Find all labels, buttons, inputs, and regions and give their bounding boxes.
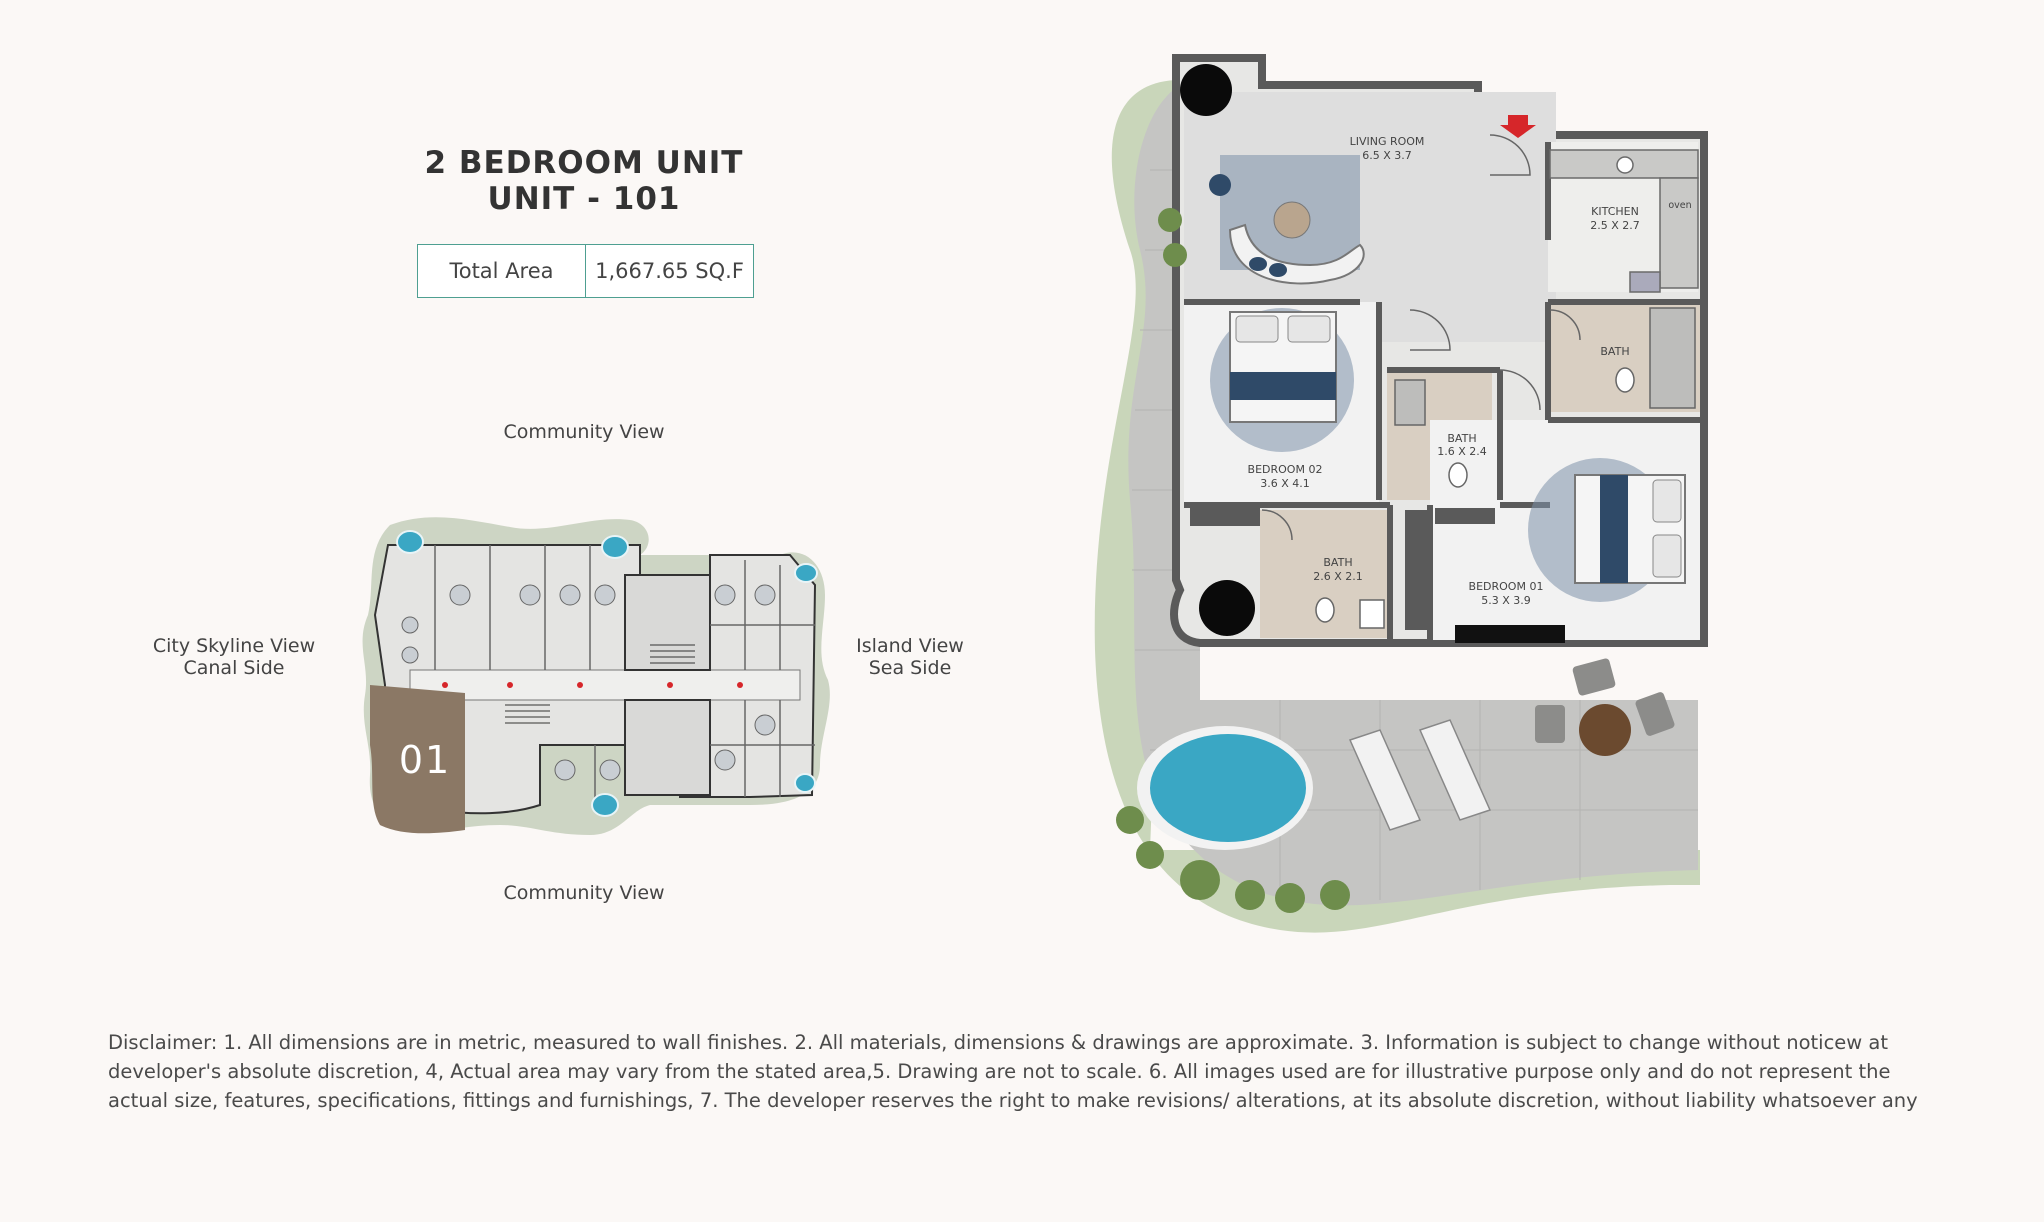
column-bottom	[1199, 580, 1255, 636]
total-area-table: Total Area 1,667.65 SQ.F	[417, 244, 754, 298]
floor-plan: LIVING ROOM 6.5 X 3.7 KITCHEN 2.5 X 2.7 …	[1094, 54, 1708, 933]
room-bath-middle-dims: 1.6 X 2.4	[1437, 445, 1487, 458]
room-bedroom02-name: BEDROOM 02	[1248, 463, 1323, 476]
key-plan-unit-number: 01	[399, 738, 451, 782]
key-plan-door-markers	[442, 682, 743, 688]
key-plan-top-view: Community View	[503, 421, 665, 443]
total-area-label: Total Area	[418, 245, 586, 297]
bath-fixtures	[1315, 307, 1696, 629]
unit-title-line2: UNIT - 101	[487, 181, 681, 217]
bedroom01-tv-unit	[1455, 625, 1565, 643]
room-kitchen-dims: 2.5 X 2.7	[1590, 219, 1640, 232]
sun-loungers	[1348, 719, 1492, 831]
door-swings	[1261, 134, 1581, 541]
room-oven-label: oven	[1668, 200, 1691, 211]
disclaimer-text: Disclaimer: 1. All dimensions are in met…	[108, 1031, 1918, 1112]
interior-walls	[1184, 142, 1700, 640]
terrace-dining	[1535, 658, 1675, 756]
key-plan-right-view: Island View Sea Side	[810, 635, 1010, 679]
key-plan-core-lower	[624, 699, 711, 796]
key-plan-left-view-line1: City Skyline View	[152, 635, 316, 657]
pool	[1137, 726, 1313, 850]
room-bath-top-right-name: BATH	[1600, 345, 1629, 358]
bedroom01-bed	[1528, 458, 1686, 602]
kitchen-counter	[1549, 149, 1699, 293]
room-bath-bottom-dims: 2.6 X 2.1	[1313, 570, 1363, 583]
key-plan-core	[624, 574, 711, 671]
room-kitchen-name: KITCHEN	[1591, 205, 1639, 218]
room-living-name: LIVING ROOM	[1350, 135, 1425, 148]
key-plan-stairs	[505, 644, 695, 724]
terrace-paving	[1128, 85, 1698, 906]
room-living-dims: 6.5 X 3.7	[1362, 149, 1412, 162]
bedroom02-bed	[1210, 308, 1354, 452]
room-bedroom01-name: BEDROOM 01	[1469, 580, 1544, 593]
room-bath-bottom-name: BATH	[1323, 556, 1352, 569]
unit-title: 2 BEDROOM UNIT UNIT - 101	[344, 145, 824, 217]
key-plan-left-view-line2: Canal Side	[183, 657, 285, 679]
key-plan-pools	[396, 530, 818, 817]
living-coffee-table	[1273, 201, 1311, 239]
key-plan-left-view: City Skyline View Canal Side	[134, 635, 334, 679]
key-plan: 01	[362, 517, 830, 835]
wardrobes	[1190, 508, 1495, 630]
living-room-furniture	[1209, 155, 1365, 285]
key-plan-corridor	[409, 669, 801, 701]
living-armchair	[1209, 174, 1231, 196]
room-bedroom01-dims: 5.3 X 3.9	[1481, 594, 1531, 607]
column-top	[1180, 64, 1232, 116]
key-plan-right-view-line1: Island View	[856, 635, 964, 657]
key-plan-furniture	[401, 584, 776, 781]
entrance-arrow-icon	[1500, 115, 1536, 138]
landscape-bushes	[1116, 208, 1350, 913]
key-plan-bottom-view: Community View	[503, 882, 665, 904]
room-bath-middle-name: BATH	[1447, 432, 1476, 445]
total-area-value: 1,667.65 SQ.F	[595, 259, 744, 283]
room-bedroom02-dims: 3.6 X 4.1	[1260, 477, 1310, 490]
unit-title-line1: 2 BEDROOM UNIT	[424, 145, 744, 181]
key-plan-right-view-line2: Sea Side	[868, 657, 952, 679]
key-plan-unit-01-highlight	[370, 685, 465, 834]
